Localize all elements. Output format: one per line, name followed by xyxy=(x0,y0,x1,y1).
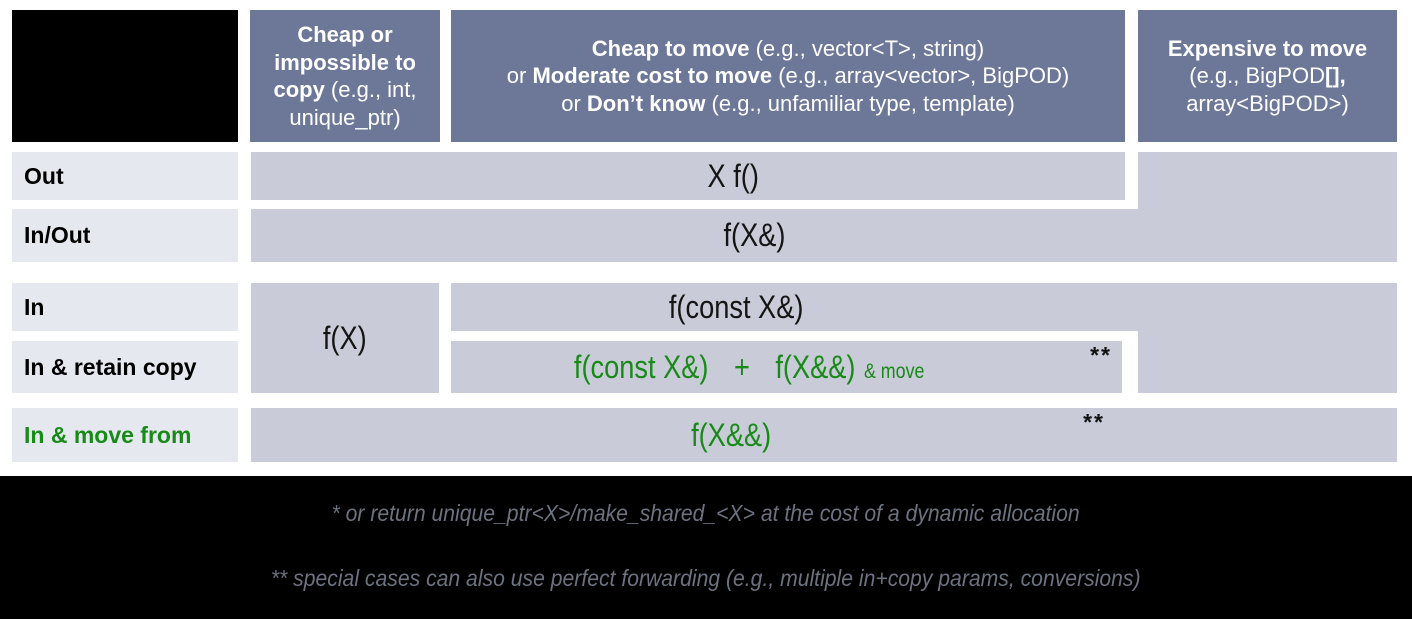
header-bold-text: [], xyxy=(1324,63,1346,89)
header-bold-text: Expensive to move xyxy=(1167,35,1368,61)
row-label-text: Out xyxy=(24,162,64,189)
footnote-perfect-forwarding: ** special cases can also use perfect fo… xyxy=(0,565,1412,592)
header-bold-text: Cheap to move xyxy=(591,35,750,61)
footer-black-band: * or return unique_ptr<X>/make_shared_<X… xyxy=(0,476,1412,619)
footnote-text: ** special cases can also use perfect fo… xyxy=(271,565,1141,591)
footnote-dynamic-allocation: * or return unique_ptr<X>/make_shared_<X… xyxy=(0,500,1412,527)
signature-f-const-xref: f(const X&) xyxy=(573,348,709,385)
signature-f-xref: f(X&) xyxy=(723,217,785,253)
column-header-text: Cheap or impossible to copy (e.g., int, … xyxy=(250,21,440,131)
row-label-text: In/Out xyxy=(24,222,91,248)
header-normal-text: (e.g., vector<T>, string) xyxy=(749,35,985,61)
header-bold-text: Don’t know xyxy=(586,90,706,116)
column-header-cheap-to-move: Cheap to move (e.g., vector<T>, string) … xyxy=(451,10,1125,142)
header-line-1: Cheap to move (e.g., vector<T>, string) xyxy=(457,35,1119,63)
cell-in-fconstref: f(const X&) xyxy=(451,283,1397,331)
cell-retain-copy: f(const X&) + f(X&&) & move ** xyxy=(451,341,1122,393)
row-label-in-move-from: In & move from xyxy=(12,408,238,462)
cell-inout-fxref: f(X&) xyxy=(251,209,1397,262)
header-bold-text: Cheap or impossible to copy xyxy=(273,22,416,102)
row-label-text: In xyxy=(24,293,45,320)
footnote-text: * or return unique_ptr<X>/make_shared_<X… xyxy=(331,500,1081,526)
column-header-text: Cheap to move (e.g., vector<T>, string) … xyxy=(451,35,1125,118)
signature-retain-copy: f(const X&) + f(X&&) & move xyxy=(574,349,925,386)
signature-x-f: X f() xyxy=(707,157,759,194)
header-line-2: or Moderate cost to move (e.g., array<ve… xyxy=(457,62,1119,90)
signature-f-x: f(X) xyxy=(323,319,367,356)
row-label-text: In & move from xyxy=(24,421,192,448)
header-normal-text: (e.g., BigPOD xyxy=(1189,63,1325,89)
header-line-3: or Don’t know (e.g., unfamiliar type, te… xyxy=(457,90,1119,118)
signature-f-xrefref: f(X&&) xyxy=(691,416,772,453)
row-label-out: Out xyxy=(12,152,238,200)
cell-move-from: f(X&&) ** xyxy=(251,408,1397,462)
signature-f-xrefref: f(X&&) xyxy=(775,348,856,385)
corner-black-box xyxy=(12,10,238,142)
row-label-in-out: In/Out xyxy=(12,209,238,262)
signature-f-const-xref: f(const X&) xyxy=(668,288,804,325)
header-normal-text: or xyxy=(506,63,533,89)
header-normal-text: array<BigPOD>) xyxy=(1186,90,1349,116)
header-normal-text: (e.g., int, unique_ptr) xyxy=(289,77,417,130)
cell-out-xf: X f() xyxy=(251,152,1125,200)
cell-in-fx: f(X) xyxy=(251,283,439,393)
header-normal-text: (e.g., unfamiliar type, template) xyxy=(705,90,1015,116)
and-move-text: & move xyxy=(863,359,925,383)
column-header-expensive-to-move: Expensive to move (e.g., BigPOD[], array… xyxy=(1138,10,1397,142)
double-asterisk-footnote-marker: ** xyxy=(1090,342,1112,368)
column-header-text: Expensive to move (e.g., BigPOD[], array… xyxy=(1138,35,1397,118)
double-asterisk-footnote-marker: ** xyxy=(1083,409,1105,435)
column-header-cheap-or-impossible-to-copy: Cheap or impossible to copy (e.g., int, … xyxy=(250,10,440,142)
row-label-in-retain-copy: In & retain copy xyxy=(12,341,238,393)
row-label-in: In xyxy=(12,283,238,331)
header-bold-text: Moderate cost to move xyxy=(532,63,773,89)
plus-sign: + xyxy=(733,348,750,385)
header-normal-text: or xyxy=(561,90,587,116)
header-normal-text: (e.g., array<vector>, BigPOD) xyxy=(772,63,1070,89)
row-label-text: In & retain copy xyxy=(24,353,197,380)
